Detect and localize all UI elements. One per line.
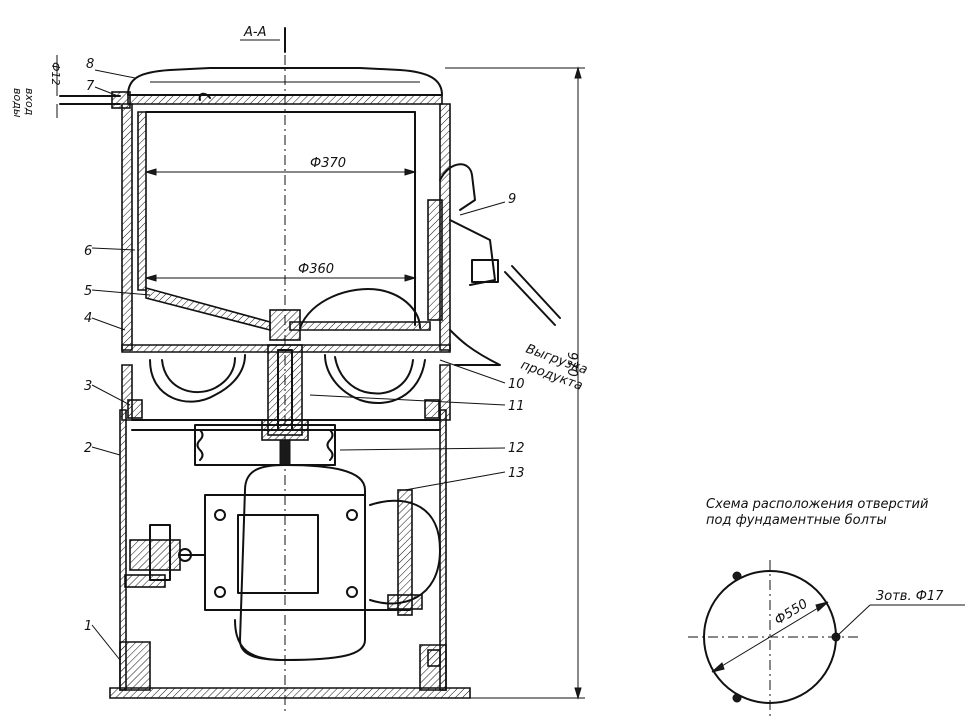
water-inlet-pipe (59, 91, 131, 109)
scheme-title-1: Схема расположения отверстий (706, 497, 928, 512)
water-inlet-annotation: Ф12 вход воды (11, 55, 62, 118)
callout-3: 3 (84, 379, 92, 394)
callout-6: 6 (84, 244, 92, 259)
bowl (121, 103, 451, 353)
dimension-phi360: Ф360 (144, 262, 417, 282)
dim-phi360: Ф360 (298, 262, 334, 277)
scheme-title-2: под фундаментные болты (706, 513, 887, 528)
motor (204, 464, 441, 661)
unload-door (427, 163, 561, 366)
torus-right (324, 354, 426, 405)
dim-phi370: Ф370 (310, 156, 346, 171)
section-label: А-А (243, 25, 266, 40)
callout-7: 7 (86, 79, 95, 94)
spring-support (194, 424, 336, 466)
callout-4: 4 (84, 311, 92, 326)
callout-13: 13 (508, 466, 525, 481)
callout-1: 1 (84, 619, 92, 634)
callout-10: 10 (508, 377, 525, 392)
water-inlet-label-1: вход (23, 88, 36, 115)
bolt-hole (732, 693, 742, 703)
callout-12: 12 (508, 441, 525, 456)
motor-bracket (124, 524, 206, 588)
callout-11: 11 (508, 399, 525, 414)
callout-9: 9 (508, 192, 516, 207)
dim-phi12: Ф12 (49, 62, 62, 85)
frame (109, 364, 471, 699)
lid (127, 67, 443, 105)
dimension-970: 970 (445, 66, 585, 700)
dim-970: 970 (564, 352, 579, 377)
callout-8: 8 (86, 57, 94, 72)
callout-leaders (91, 69, 506, 661)
water-inlet-label-2: воды (11, 88, 24, 118)
bolt-scheme: Схема расположения отверстий под фундаме… (688, 497, 965, 720)
section-mark: А-А (240, 25, 286, 53)
callout-5: 5 (84, 284, 92, 299)
callout-2: 2 (84, 441, 92, 456)
dimension-phi370: Ф370 (144, 156, 417, 176)
bolt-hole-label: 3отв. Ф17 (876, 589, 944, 604)
bolt-hole (732, 571, 742, 581)
torus-left (149, 354, 246, 403)
